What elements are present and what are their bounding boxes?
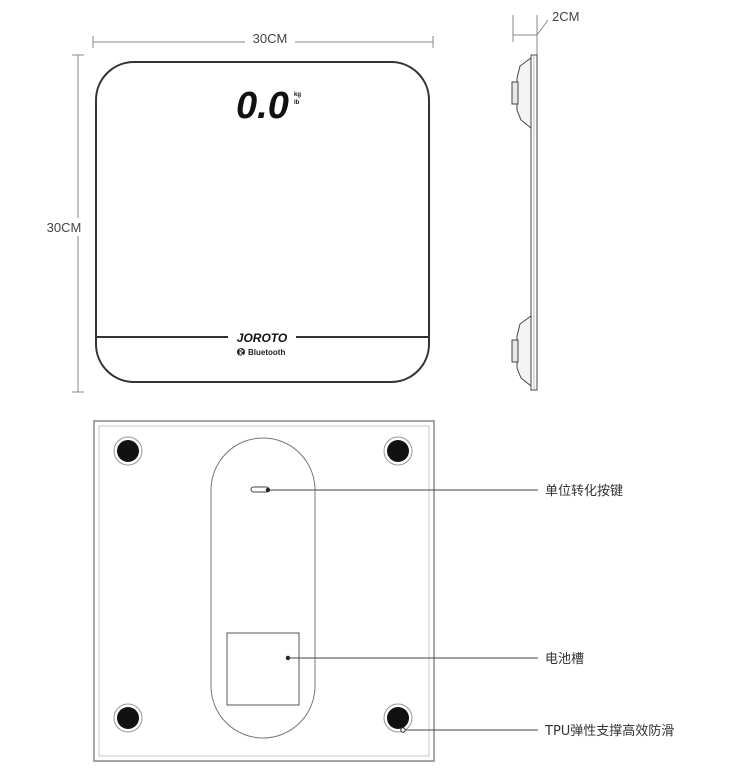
brand-logo: JOROTO [237, 331, 288, 345]
width-label: 30CM [253, 31, 288, 46]
scale-top-view: 0.0 kg lb JOROTO Bluetooth [95, 61, 430, 383]
width-dimension: 30CM [92, 30, 434, 48]
scale-side-view [511, 54, 538, 391]
height-label: 30CM [47, 220, 82, 235]
scale-bottom-view [93, 420, 435, 762]
lcd-unit-lb: lb [294, 100, 300, 106]
thickness-label: 2CM [552, 9, 579, 24]
bluetooth-label: Bluetooth [248, 348, 285, 357]
callout-feet: TPU弹性支撑高效防滑 [400, 723, 674, 739]
callout-battery: 电池槽 [285, 652, 584, 667]
callout-feet-label: TPU弹性支撑高效防滑 [544, 723, 674, 739]
foot-bottom-right [387, 707, 409, 729]
callout-battery-label: 电池槽 [545, 652, 584, 667]
lcd-reading: 0.0 [236, 85, 289, 127]
thickness-dimension: 2CM [512, 9, 579, 55]
foot-top-right [387, 440, 409, 462]
callout-unit-button: 单位转化按键 [265, 484, 623, 499]
height-dimension: 30CM [40, 54, 90, 393]
bluetooth-icon [237, 348, 245, 358]
foot-bottom-left [117, 707, 139, 729]
battery-compartment [226, 632, 300, 706]
lcd-unit-kg: kg [294, 92, 301, 98]
callout-unit-button-label: 单位转化按键 [545, 484, 623, 499]
foot-top-left [117, 440, 139, 462]
